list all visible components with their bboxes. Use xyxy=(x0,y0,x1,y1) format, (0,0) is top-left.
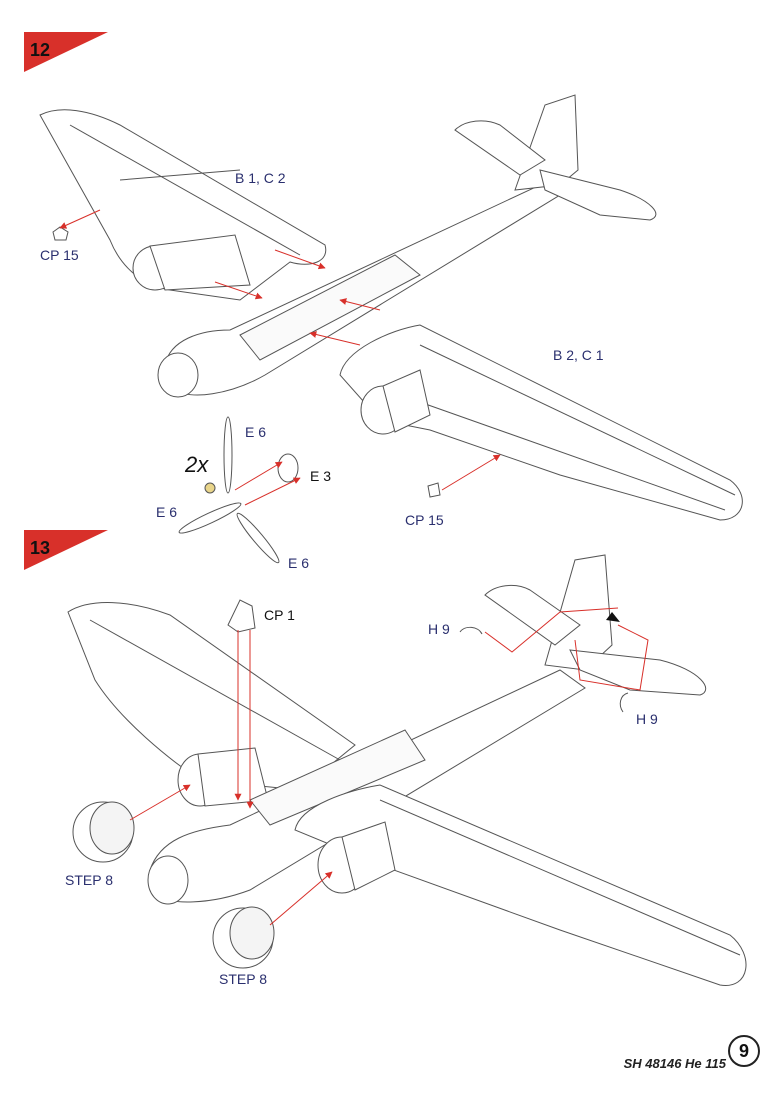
multiplier-label: 2x xyxy=(185,452,209,477)
part-label-engine-right: STEP 8 xyxy=(219,971,267,987)
part-label-spinner: E 3 xyxy=(310,468,332,484)
step12-aircraft xyxy=(39,94,743,564)
part-label-canopy-right: CP 15 xyxy=(405,512,444,528)
step-13-badge: 13 xyxy=(24,530,108,570)
badge-shape-icon xyxy=(24,530,108,570)
step-number: 13 xyxy=(30,538,51,558)
part-label-tail-bottom: H 9 xyxy=(636,711,658,727)
step-number: 12 xyxy=(30,40,51,60)
part-label-engine-left: STEP 8 xyxy=(65,872,113,888)
step13-aircraft xyxy=(67,554,747,986)
page-number: 9 xyxy=(728,1035,760,1067)
part-label-left-wing: B 1, C 2 xyxy=(235,170,286,186)
tail-pointer-icon xyxy=(606,612,620,622)
part-label-canopy: CP 1 xyxy=(264,607,295,623)
step-12-badge: 12 xyxy=(24,32,108,72)
step12-arrows xyxy=(59,209,501,506)
part-label-blade-top: E 6 xyxy=(245,424,267,440)
badge-shape-icon xyxy=(24,32,108,72)
step13-arrows xyxy=(129,607,649,926)
part-label-right-wing: B 2, C 1 xyxy=(553,347,604,363)
part-label-blade-left: E 6 xyxy=(156,504,178,520)
footer-code: SH 48146 He 115 xyxy=(623,1056,726,1071)
part-label-tail-top: H 9 xyxy=(428,621,450,637)
part-label-blade-bottom: E 6 xyxy=(288,555,310,571)
part-label-canopy-left: CP 15 xyxy=(40,247,79,263)
